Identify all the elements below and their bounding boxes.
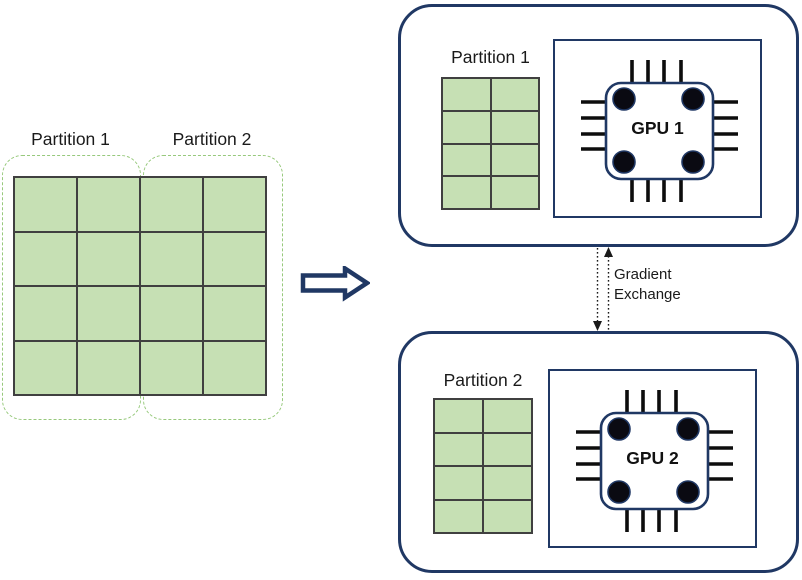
- grid-cell: [203, 231, 266, 286]
- grid-cell: [434, 466, 483, 500]
- source-partition2-label: Partition 2: [172, 129, 252, 149]
- grid-cell: [14, 231, 77, 286]
- grid-cell: [77, 177, 140, 232]
- grid-cell: [140, 286, 203, 341]
- grid-cell: [490, 176, 539, 209]
- grid-cell: [14, 340, 77, 395]
- source-partition1-label: Partition 1: [31, 129, 110, 149]
- grid-cell: [483, 499, 532, 533]
- grid-cell: [77, 231, 140, 286]
- grid-cell: [140, 340, 203, 395]
- grid-cell: [203, 177, 266, 232]
- grid-cell: [140, 231, 203, 286]
- grid-cell: [483, 432, 532, 466]
- right-block-arrow-icon: [300, 266, 370, 302]
- gpu-chip-icon: [581, 60, 738, 202]
- grid-cell: [140, 177, 203, 232]
- gpu1-label: GPU 1: [631, 118, 684, 138]
- grid-cell: [490, 143, 539, 177]
- grid-cell: [490, 78, 539, 111]
- grid-cell: [14, 177, 77, 232]
- gpu2-label: GPU 2: [626, 448, 679, 468]
- gpu2-chip-panel: GPU 2: [548, 369, 757, 548]
- grid-cell: [442, 78, 491, 111]
- gpu-node-2: Partition 2 GPU 2: [398, 331, 799, 573]
- grid-cell: [483, 466, 532, 500]
- grid-cell: [434, 499, 483, 533]
- grid-cell: [77, 286, 140, 341]
- grid-cell: [203, 340, 266, 395]
- gradient-exchange-arrows-icon: [593, 247, 613, 331]
- grid-cell: [442, 143, 491, 177]
- grid-cell: [434, 399, 483, 433]
- grid-cell: [434, 432, 483, 466]
- node2-partition-grid: [433, 398, 533, 534]
- grid-cell: [77, 340, 140, 395]
- node2-partition-label: Partition 2: [443, 370, 523, 390]
- node1-partition-label: Partition 1: [451, 47, 530, 67]
- gpu1-chip-panel: GPU 1: [553, 39, 762, 218]
- grid-cell: [442, 176, 491, 209]
- grid-cell: [203, 286, 266, 341]
- gpu-chip-icon: [576, 390, 733, 532]
- gpu-node-1: Partition 1 GPU 1: [398, 4, 799, 247]
- gradient-exchange-label-line1: Gradient: [614, 266, 672, 283]
- node1-partition-grid: [441, 77, 540, 210]
- grid-cell: [442, 110, 491, 144]
- source-data-grid: [13, 176, 267, 396]
- grid-cell: [483, 399, 532, 433]
- grid-cell: [14, 286, 77, 341]
- grid-cell: [490, 110, 539, 144]
- gradient-exchange-label-line2: Exchange: [614, 286, 681, 303]
- gradient-exchange-label: Gradient Exchange: [614, 265, 681, 305]
